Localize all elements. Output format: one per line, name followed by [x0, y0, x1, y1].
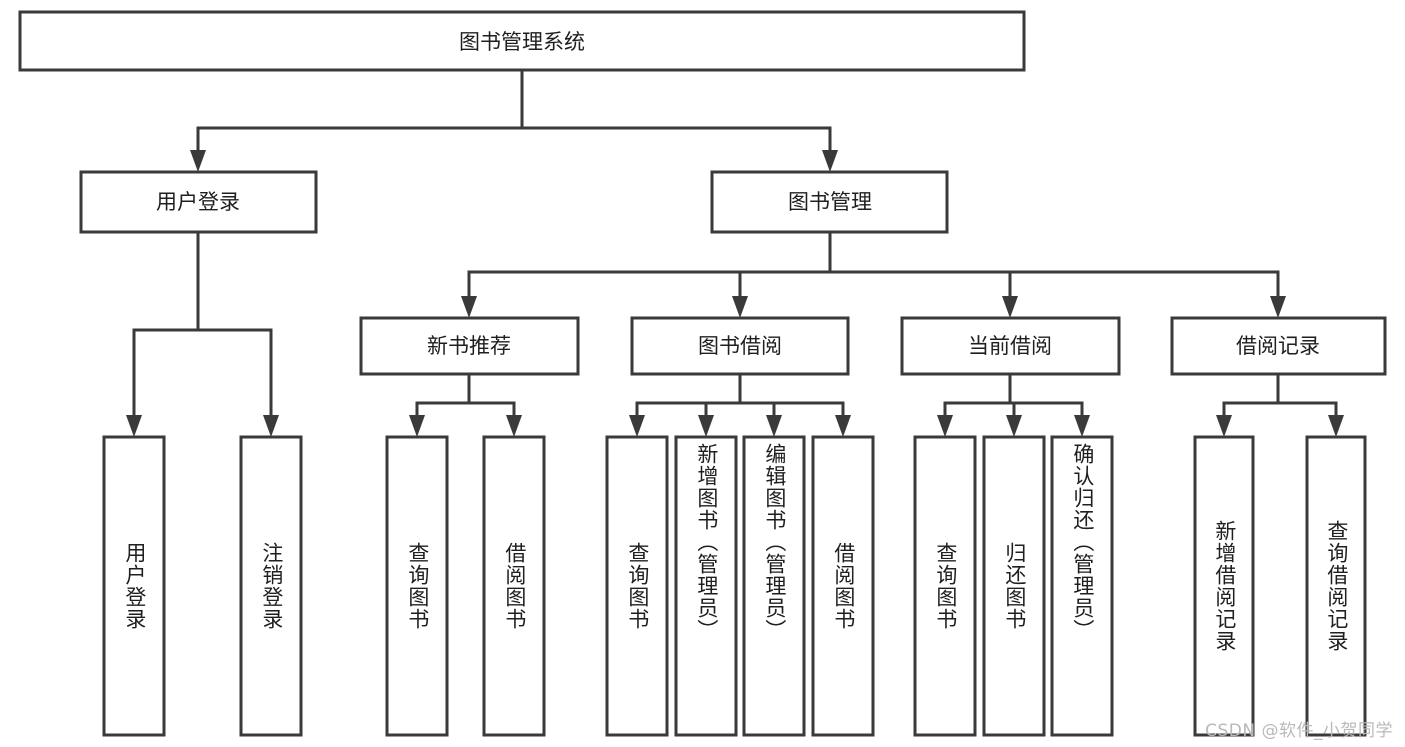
node-root-system[interactable]: 图书管理系统 — [18, 10, 1026, 72]
node-current-borrow-label: 当前借阅 — [968, 334, 1052, 358]
leaf-box-book-borrow-2[interactable] — [742, 435, 806, 737]
arrow-head-icon — [126, 415, 142, 437]
leaf-box-current-borrow-2[interactable] — [1050, 435, 1114, 737]
arrow-head-icon — [1216, 415, 1232, 437]
leaf-box-current-borrow-1[interactable] — [982, 435, 1046, 737]
arrow-head-icon — [937, 415, 953, 437]
node-book-manage-label: 图书管理 — [788, 190, 872, 214]
leaf-box-user-login-0[interactable] — [102, 435, 166, 737]
arrow-head-icon — [822, 150, 838, 172]
node-borrow-record[interactable]: 借阅记录 — [1170, 316, 1387, 376]
arrow-head-icon — [263, 415, 279, 437]
leaf-box-current-borrow-0[interactable] — [913, 435, 977, 737]
leaf-label-current-borrow-1: 归还图书 — [1002, 542, 1027, 630]
connector-book-manage-to-level2 — [461, 230, 1286, 318]
arrow-head-icon — [629, 415, 645, 437]
arrow-head-icon — [1074, 415, 1090, 437]
node-user-login-label: 用户登录 — [156, 190, 240, 214]
leaf-box-borrow-record-1[interactable] — [1305, 435, 1367, 737]
leaf-label-new-book-1: 借阅图书 — [502, 542, 527, 630]
arrow-head-icon — [698, 415, 714, 437]
arrow-head-icon — [766, 415, 782, 437]
leaf-label-new-book-0: 查询图书 — [405, 542, 430, 630]
leaf-label-book-borrow-3: 借阅图书 — [831, 542, 856, 630]
arrow-head-icon — [190, 150, 206, 172]
leaf-label-borrow-record-1: 查询借阅记录 — [1324, 520, 1349, 652]
arrow-head-icon — [1002, 296, 1018, 318]
node-book-manage[interactable]: 图书管理 — [710, 170, 949, 234]
csdn-watermark: CSDN @软件_小贺同学 — [1205, 721, 1393, 741]
leaf-box-book-borrow-1[interactable] — [674, 435, 738, 737]
node-new-book-recommend[interactable]: 新书推荐 — [359, 316, 580, 376]
leaf-box-book-borrow-3[interactable] — [811, 435, 875, 737]
leaf-box-user-login-1[interactable] — [239, 435, 303, 737]
leaf-label-book-borrow-0: 查询图书 — [625, 542, 650, 630]
leaf-box-new-book-0[interactable] — [385, 435, 449, 737]
arrow-head-icon — [409, 415, 425, 437]
leaf-label-book-borrow-2: 编辑图书（管理员） — [762, 443, 787, 641]
node-book-borrow-label: 图书借阅 — [698, 334, 782, 358]
connector-current-borrow-to-leaves — [937, 372, 1090, 437]
connector-new-book-to-leaves — [409, 372, 522, 437]
arrow-head-icon — [835, 415, 851, 437]
connector-book-borrow-to-leaves — [629, 372, 851, 437]
leaf-label-book-borrow-1: 新增图书（管理员） — [694, 443, 719, 641]
node-root-label: 图书管理系统 — [459, 30, 585, 54]
node-book-borrow[interactable]: 图书借阅 — [630, 316, 850, 376]
connector-user-login-to-leaves — [126, 230, 279, 437]
arrow-head-icon — [732, 296, 748, 318]
node-user-login[interactable]: 用户登录 — [79, 170, 318, 234]
leaf-box-book-borrow-0[interactable] — [605, 435, 669, 737]
arrow-head-icon — [506, 415, 522, 437]
leaf-label-user-login-0: 用户登录 — [122, 542, 147, 630]
leaf-label-borrow-record-0: 新增借阅记录 — [1212, 520, 1237, 652]
arrow-head-icon — [1328, 415, 1344, 437]
leaf-label-current-borrow-0: 查询图书 — [933, 542, 958, 630]
leaf-box-borrow-record-0[interactable] — [1193, 435, 1255, 737]
arrow-head-icon — [1006, 415, 1022, 437]
leaf-box-new-book-1[interactable] — [482, 435, 546, 737]
node-current-borrow[interactable]: 当前借阅 — [900, 316, 1121, 376]
node-borrow-record-label: 借阅记录 — [1236, 334, 1320, 358]
arrow-head-icon — [461, 296, 477, 318]
arrow-head-icon — [1270, 296, 1286, 318]
connector-borrow-record-to-leaves — [1216, 372, 1344, 437]
leaf-label-current-borrow-2: 确认归还（管理员） — [1070, 443, 1095, 641]
connector-root-to-level1 — [190, 68, 838, 172]
leaf-label-user-login-1: 注销登录 — [259, 542, 284, 630]
node-new-book-recommend-label: 新书推荐 — [427, 334, 511, 358]
